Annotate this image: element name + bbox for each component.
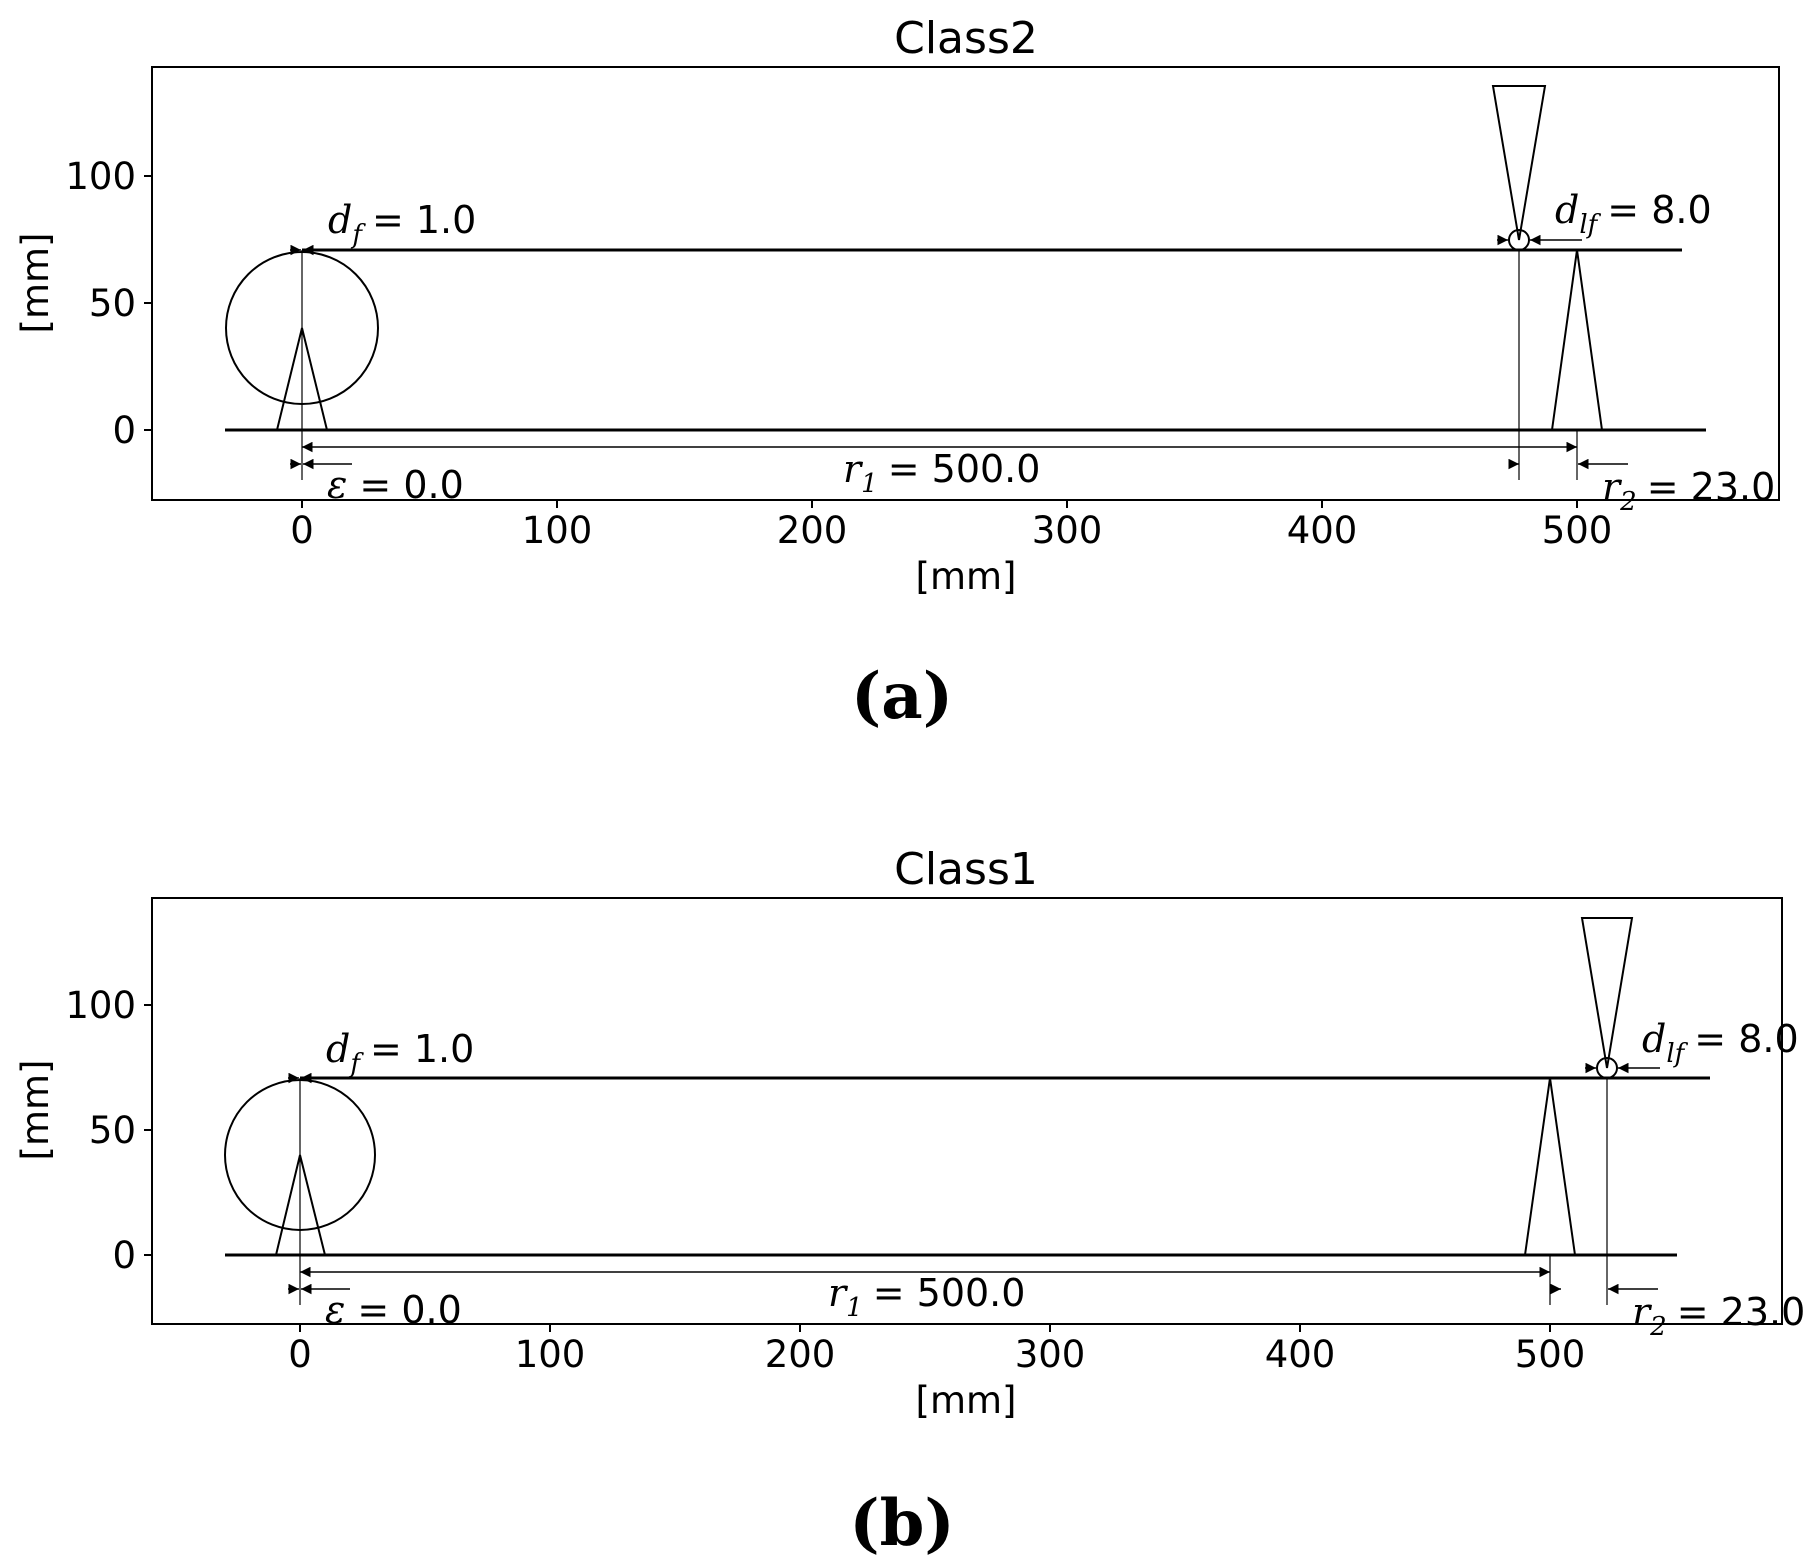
x-tick-labels: 0 100 200 300 400 500 xyxy=(288,1333,1585,1376)
annotation-r1: r1= 500.0 xyxy=(843,447,1040,499)
x-tick-label: 200 xyxy=(765,1333,836,1376)
panel-a: Class2 0 100 200 300 400 500 0 50 100 xyxy=(14,13,1780,734)
y-tick-label: 50 xyxy=(89,282,136,325)
detector-triangle xyxy=(1524,1077,1576,1256)
y-ticks xyxy=(144,1004,152,1256)
y-axis-label: [mm] xyxy=(14,1060,57,1161)
x-tick-label: 500 xyxy=(1515,1333,1586,1376)
plot-title: Class1 xyxy=(894,844,1038,895)
annotations: df= 1.0 dlf= 8.0 ε= 0.0 r1= 500.0 r2= 23… xyxy=(327,188,1775,517)
x-tick-label: 200 xyxy=(777,509,848,552)
dimension-arrows xyxy=(288,1062,1660,1295)
annotation-dlf: dlf= 8.0 xyxy=(1642,1017,1799,1069)
x-ticks xyxy=(299,1324,1551,1332)
annotation-df: df= 1.0 xyxy=(326,1027,474,1079)
y-ticks xyxy=(144,175,152,431)
x-tick-label: 400 xyxy=(1287,509,1358,552)
y-axis-label: [mm] xyxy=(14,233,57,334)
x-tick-labels: 0 100 200 300 400 500 xyxy=(290,509,1612,552)
x-tick-label: 500 xyxy=(1542,509,1613,552)
annotation-dlf: dlf= 8.0 xyxy=(1555,188,1712,240)
detector-cone xyxy=(1491,85,1547,241)
panel-label: (b) xyxy=(849,1486,954,1561)
annotation-eps: ε= 0.0 xyxy=(327,463,464,507)
x-tick-label: 100 xyxy=(522,509,593,552)
annotations: df= 1.0 dlf= 8.0 ε= 0.0 r1= 500.0 r2= 23… xyxy=(325,1017,1805,1342)
x-tick-label: 300 xyxy=(1032,509,1103,552)
y-tick-labels: 0 50 100 xyxy=(65,155,136,452)
y-tick-label: 50 xyxy=(89,1109,136,1152)
annotation-eps: ε= 0.0 xyxy=(325,1288,462,1332)
x-ticks xyxy=(301,500,1578,508)
x-tick-label: 0 xyxy=(290,509,314,552)
x-axis-label: [mm] xyxy=(916,555,1017,598)
detector-cone xyxy=(1580,917,1634,1069)
y-tick-labels: 0 50 100 xyxy=(65,984,136,1277)
x-axis-label: [mm] xyxy=(916,1379,1017,1422)
plot-title: Class2 xyxy=(894,13,1038,64)
annotation-r1: r1= 500.0 xyxy=(828,1271,1025,1323)
plot-frame xyxy=(151,897,1783,1325)
x-tick-label: 400 xyxy=(1265,1333,1336,1376)
y-tick-label: 100 xyxy=(65,155,136,198)
y-tick-label: 0 xyxy=(112,1234,136,1277)
detector-triangle xyxy=(1551,249,1603,431)
dimension-arrows xyxy=(290,234,1628,470)
panel-b: Class1 0 100 200 300 400 500 0 50 100 xyxy=(14,844,1805,1561)
annotation-r2: r2= 23.0 xyxy=(1632,1290,1805,1342)
plot-frame xyxy=(151,66,1780,501)
schematic xyxy=(225,85,1706,480)
schematic xyxy=(224,917,1710,1305)
annotation-df: df= 1.0 xyxy=(328,198,476,250)
y-tick-label: 100 xyxy=(65,984,136,1027)
panel-label: (a) xyxy=(851,659,953,734)
x-tick-label: 0 xyxy=(288,1333,312,1376)
x-tick-label: 100 xyxy=(515,1333,586,1376)
annotation-r2: r2= 23.0 xyxy=(1602,465,1775,517)
y-tick-label: 0 xyxy=(112,409,136,452)
x-tick-label: 300 xyxy=(1015,1333,1086,1376)
